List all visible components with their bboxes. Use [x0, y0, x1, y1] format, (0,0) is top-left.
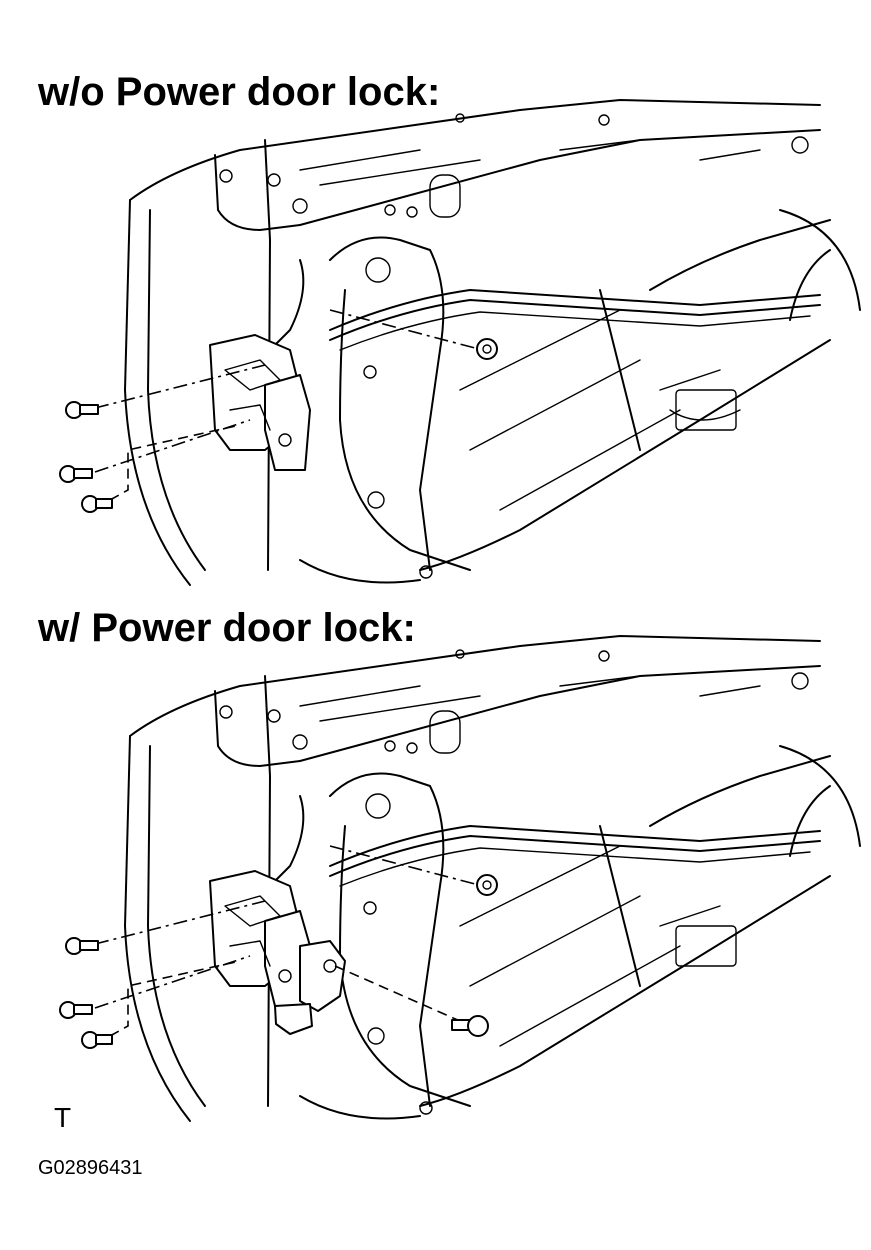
- door-panel-outline: [124, 635, 861, 1122]
- door-lock-diagram-with-power-lock: [59, 635, 861, 1122]
- bolt-icon: [451, 1015, 489, 1037]
- door-lock-diagram-without-power-lock: [59, 99, 861, 586]
- door-lock-motor-assembly: [274, 940, 346, 1035]
- door-lock-assembly: [209, 870, 311, 1007]
- screw-icon: [59, 1001, 93, 1019]
- screws-and-guides: [59, 845, 498, 1049]
- heading-with-power-door-lock: w/ Power door lock:: [38, 606, 416, 650]
- door-lock-rods: [269, 795, 821, 887]
- figure-code: G02896431: [38, 1157, 143, 1179]
- nut-icon: [476, 874, 498, 896]
- screws-and-guides: [59, 309, 498, 513]
- screw-icon: [59, 465, 93, 483]
- screw-icon: [65, 937, 99, 955]
- heading-without-power-door-lock: w/o Power door lock:: [38, 70, 441, 114]
- nut-icon: [476, 338, 498, 360]
- door-panel-outline: [124, 99, 861, 586]
- figure-mark: T: [54, 1102, 72, 1133]
- screw-icon: [81, 1031, 113, 1049]
- door-lock-assembly: [209, 334, 311, 471]
- door-lock-rods: [269, 259, 821, 351]
- screw-icon: [65, 401, 99, 419]
- screw-icon: [81, 495, 113, 513]
